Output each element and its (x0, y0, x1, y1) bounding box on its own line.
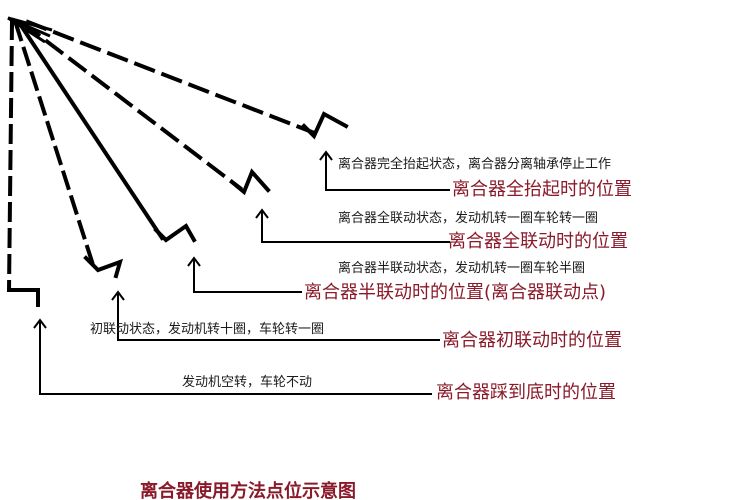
pedal-arm-full-release (25, 19, 349, 140)
arrow-pressed-to-floor (33, 318, 432, 395)
desc-initial-engage: 初联动状态，发动机转十圈，车轮转一圈 (90, 321, 324, 337)
arrow-full-release (319, 150, 450, 191)
pedal-arm-full-engage (21, 21, 271, 196)
label-pressed-to-floor: 离合器踩到底时的位置 (436, 382, 616, 403)
diagram-title: 离合器使用方法点位示意图 (140, 480, 356, 500)
desc-full-release: 离合器完全抬起状态，离合器分离轴承停止工作 (338, 156, 611, 172)
desc-half-engage: 离合器半联动状态，发动机转一圈车轮半圈 (338, 260, 585, 276)
label-full-engage: 离合器全联动时的位置 (448, 231, 628, 252)
pedal-arm-initial-engage (13, 21, 123, 279)
label-half-engage: 离合器半联动时的位置(离合器联动点) (304, 282, 606, 303)
arrow-full-engage (255, 208, 450, 243)
arrow-initial-engage (111, 290, 440, 341)
pedal-arm-half-engage (17, 21, 197, 243)
label-initial-engage: 离合器初联动时的位置 (442, 330, 622, 351)
desc-full-engage: 离合器全联动状态，发动机转一圈车轮转一圈 (338, 210, 598, 226)
label-full-release: 离合器全抬起时的位置 (452, 179, 632, 200)
pedal-arm-pressed-to-floor (6, 19, 40, 307)
desc-pressed-to-floor: 发动机空转，车轮不动 (182, 374, 312, 390)
arrow-half-engage (187, 256, 302, 293)
